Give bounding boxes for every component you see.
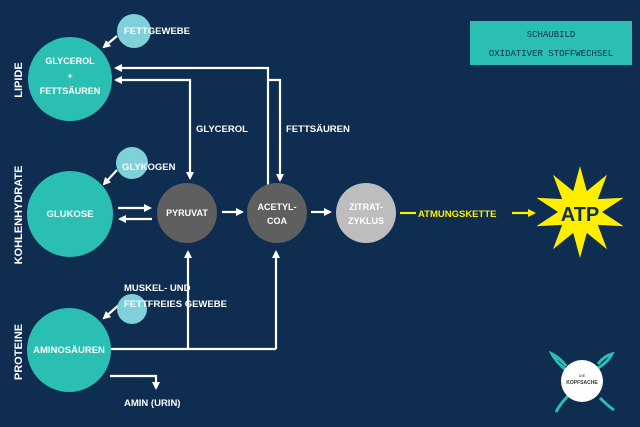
node-acetyl-coa [247, 183, 307, 243]
arrows [102, 35, 332, 390]
node-muskel-line1: MUSKEL- UND [124, 283, 191, 294]
title-line-1: SCHAUBILD [527, 30, 576, 40]
logo-text-2: KOPFSACHE [566, 380, 598, 386]
node-fettgewebe-label: FETTGEWEBE [124, 26, 190, 37]
logo-text-1: DIE [579, 373, 586, 378]
arrow-fettsaeuren-to-acetyl [268, 78, 284, 182]
logo: DIE KOPFSACHE [548, 350, 615, 413]
node-acetyl-line2: COA [267, 216, 288, 226]
edge-label-atmungskette: ATMUNGSKETTE [418, 209, 496, 220]
title-box-background [470, 21, 632, 65]
node-glukose [27, 171, 113, 257]
node-glycerol-line1: GLYCEROL [45, 56, 95, 66]
node-pyruvat-label: PYRUVAT [166, 208, 208, 218]
node-zitratzyklus [336, 183, 396, 243]
logo-circle [561, 360, 603, 402]
node-fettgewebe [117, 14, 151, 48]
node-acetyl-line1: ACETYL- [258, 202, 297, 212]
arrow-amino-to-amin [110, 374, 160, 390]
side-label-lipide: LIPIDE [13, 62, 25, 97]
node-glycerol-line2: + [67, 71, 72, 81]
node-muskel [117, 294, 147, 324]
title-box: SCHAUBILD OXIDATIVER STOFFWECHSEL [470, 21, 632, 65]
node-aminosaeuren [27, 308, 111, 392]
side-label-kohlenhydrate: KOHLENHYDRATE [13, 166, 25, 265]
atp-label: ATP [561, 204, 600, 226]
side-label-proteine: PROTEINE [13, 324, 25, 380]
title-line-2: OXIDATIVER STOFFWECHSEL [489, 49, 613, 59]
arrow-fettgewebe-to-glycerol [102, 35, 118, 49]
node-muskel-line2: FETTFREIES GEWEBE [124, 299, 227, 310]
node-aminosaeuren-label: AMINOSÄUREN [33, 345, 105, 356]
atp-star [536, 166, 624, 258]
arrow-glykogen-to-glukose [102, 169, 118, 186]
node-glycerol-line3: FETTSÄUREN [40, 86, 101, 96]
edge-label-glycerol: GLYCEROL [196, 124, 248, 135]
edge-label-fettsaeuren: FETTSÄUREN [286, 124, 350, 135]
node-glykogen-label: GLYKOGEN [122, 162, 176, 173]
node-pyruvat [157, 183, 217, 243]
node-glycerol-fettsaeuren [28, 37, 112, 121]
logo-leaves-icon [548, 350, 615, 413]
edge-label-amin: AMIN (URIN) [124, 398, 180, 409]
node-glykogen [116, 147, 148, 179]
node-glukose-label: GLUKOSE [47, 209, 94, 220]
arrow-glycerol-to-pyruvat [180, 78, 194, 180]
node-zitrat-line2: ZYKLUS [348, 216, 384, 226]
node-zitrat-line1: ZITRAT- [349, 202, 383, 212]
arrow-acetyl-back-outer [114, 64, 270, 188]
